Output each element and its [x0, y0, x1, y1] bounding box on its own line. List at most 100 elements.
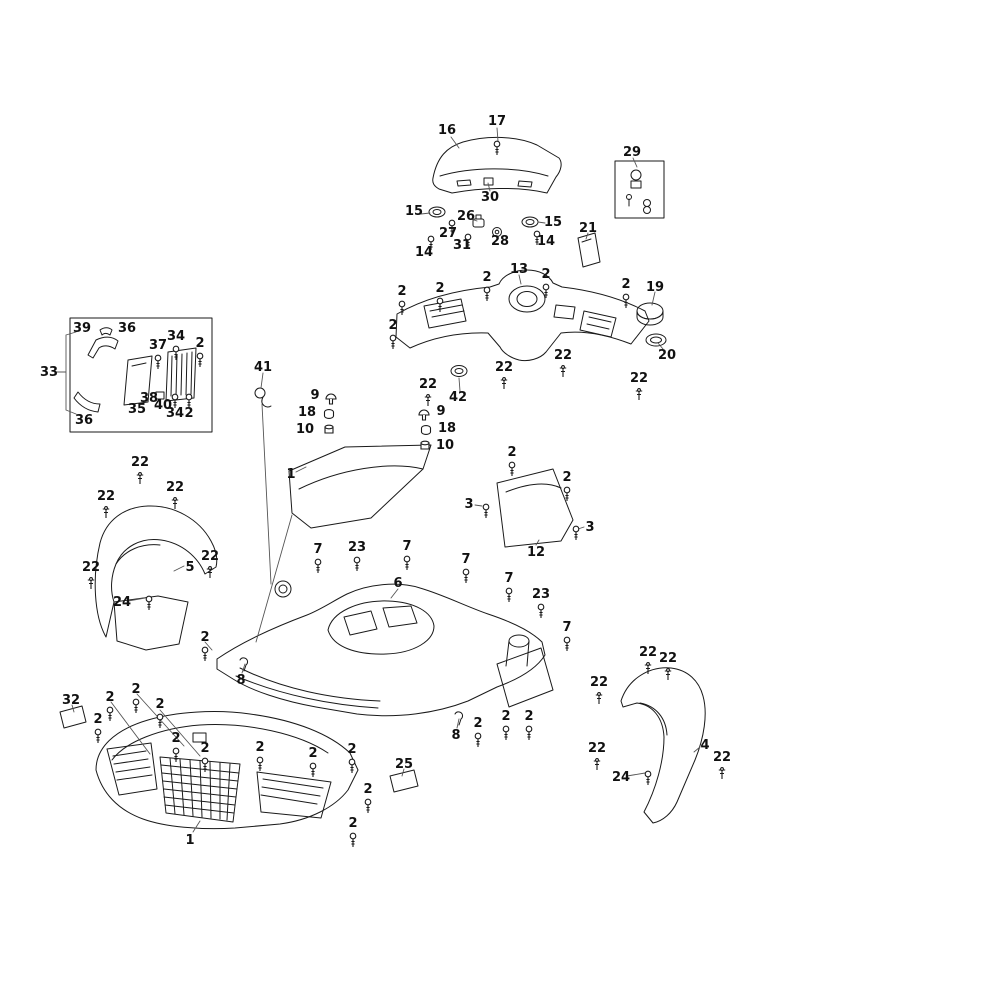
part-28-washer	[492, 227, 502, 237]
part-label-2: 2	[348, 816, 357, 831]
part-label-2: 2	[501, 709, 510, 724]
part-label-7: 7	[402, 539, 411, 554]
fastener-screw-icon	[196, 352, 204, 367]
fastener-screw-icon	[314, 558, 322, 573]
fastener-screw-icon	[154, 354, 162, 369]
part-label-9: 9	[436, 404, 445, 419]
part-label-1: 1	[286, 467, 295, 482]
part-21-bracket	[577, 232, 601, 268]
part-label-29: 29	[623, 145, 641, 160]
part-label-31: 31	[453, 238, 471, 253]
fastener-screw-icon	[508, 461, 516, 476]
part-25-plate	[389, 769, 419, 793]
part-label-24: 24	[113, 595, 131, 610]
part-main-body-panel	[216, 580, 554, 717]
part-label-38: 38	[140, 391, 158, 406]
part-label-42: 42	[449, 390, 467, 405]
fastener-screw-icon	[348, 758, 356, 773]
fastener-screw-icon	[474, 732, 482, 747]
part-label-18: 18	[298, 405, 316, 420]
part-label-12: 12	[527, 545, 545, 560]
headlight-left	[106, 742, 158, 796]
fastener-pin-icon	[644, 662, 652, 674]
fastener-pin-icon	[136, 472, 144, 484]
fastener-cap-icon	[325, 393, 337, 405]
part-42-grommet	[450, 365, 468, 377]
part-label-34: 34	[166, 406, 184, 421]
fastener-pin-icon	[718, 767, 726, 779]
fastener-screw-icon	[156, 713, 164, 728]
part-label-4: 4	[700, 738, 709, 753]
part-label-22: 22	[588, 741, 606, 756]
fastener-pin-icon	[593, 758, 601, 770]
part-35-plate	[123, 355, 153, 406]
fastener-screw-icon	[94, 728, 102, 743]
fastener-screw-icon	[172, 345, 180, 360]
fastener-screw-icon	[563, 486, 571, 501]
fastener-screw-icon	[493, 140, 501, 155]
part-label-22: 22	[131, 455, 149, 470]
part-label-2: 2	[200, 630, 209, 645]
fastener-nut2-icon	[324, 424, 334, 434]
part-8-clip-right	[454, 711, 464, 726]
part-6-tank-console	[327, 600, 435, 655]
fastener-screw-icon	[256, 756, 264, 771]
fastener-screw-icon	[185, 393, 193, 408]
part-label-40: 40	[154, 398, 172, 413]
part-label-3: 3	[585, 520, 594, 535]
part-label-23: 23	[532, 587, 550, 602]
fastener-screw-icon	[572, 525, 580, 540]
part-label-20: 20	[658, 348, 676, 363]
fastener-screw-icon	[542, 283, 550, 298]
part-label-21: 21	[579, 221, 597, 236]
part-label-39: 39	[73, 321, 91, 336]
part-12-side-cover	[496, 468, 574, 548]
fastener-pin-icon	[102, 506, 110, 518]
part-label-2: 2	[184, 406, 193, 421]
part-19-cap	[636, 302, 664, 326]
fastener-pin-icon	[635, 388, 643, 400]
part-label-22: 22	[82, 560, 100, 575]
fastener-screw-icon	[533, 230, 541, 245]
part-label-2: 2	[507, 445, 516, 460]
fastener-screw-icon	[389, 334, 397, 349]
part-38-grille-plate	[165, 347, 197, 402]
part-label-2: 2	[482, 270, 491, 285]
part-label-22: 22	[419, 377, 437, 392]
part-label-2: 2	[131, 682, 140, 697]
part-label-22: 22	[97, 489, 115, 504]
fastener-nut-icon	[323, 409, 335, 419]
fastener-screw-icon	[464, 233, 472, 248]
part-8-clip-left	[239, 657, 249, 672]
part-label-22: 22	[639, 645, 657, 660]
fastener-nut2-icon	[420, 440, 430, 450]
part-15-grommet-left	[428, 206, 446, 218]
part-label-2: 2	[255, 740, 264, 755]
part-label-37: 37	[149, 338, 167, 353]
part-label-2: 2	[195, 336, 204, 351]
part-label-13: 13	[510, 262, 528, 277]
part-label-10: 10	[296, 422, 314, 437]
fastener-screw-icon	[106, 706, 114, 721]
part-label-2: 2	[105, 690, 114, 705]
line-art-layer	[55, 127, 706, 833]
part-label-34: 34	[167, 329, 185, 344]
fastener-screw-icon	[172, 747, 180, 762]
fastener-screw-icon	[309, 762, 317, 777]
part-label-35: 35	[128, 402, 146, 417]
part-label-22: 22	[495, 360, 513, 375]
part-label-8: 8	[451, 728, 460, 743]
part-label-22: 22	[713, 750, 731, 765]
part-label-2: 2	[347, 742, 356, 757]
part-label-10: 10	[436, 438, 454, 453]
part-40-nut	[155, 391, 165, 400]
part-label-2: 2	[435, 281, 444, 296]
part-label-1: 1	[185, 833, 194, 848]
part-33-group-box	[69, 317, 213, 433]
fastener-screw-icon	[201, 646, 209, 661]
fastener-screw-icon	[349, 832, 357, 847]
part-label-17: 17	[488, 114, 506, 129]
part-label-25: 25	[395, 757, 413, 772]
part-1-rear-cover-sheet	[288, 444, 432, 529]
